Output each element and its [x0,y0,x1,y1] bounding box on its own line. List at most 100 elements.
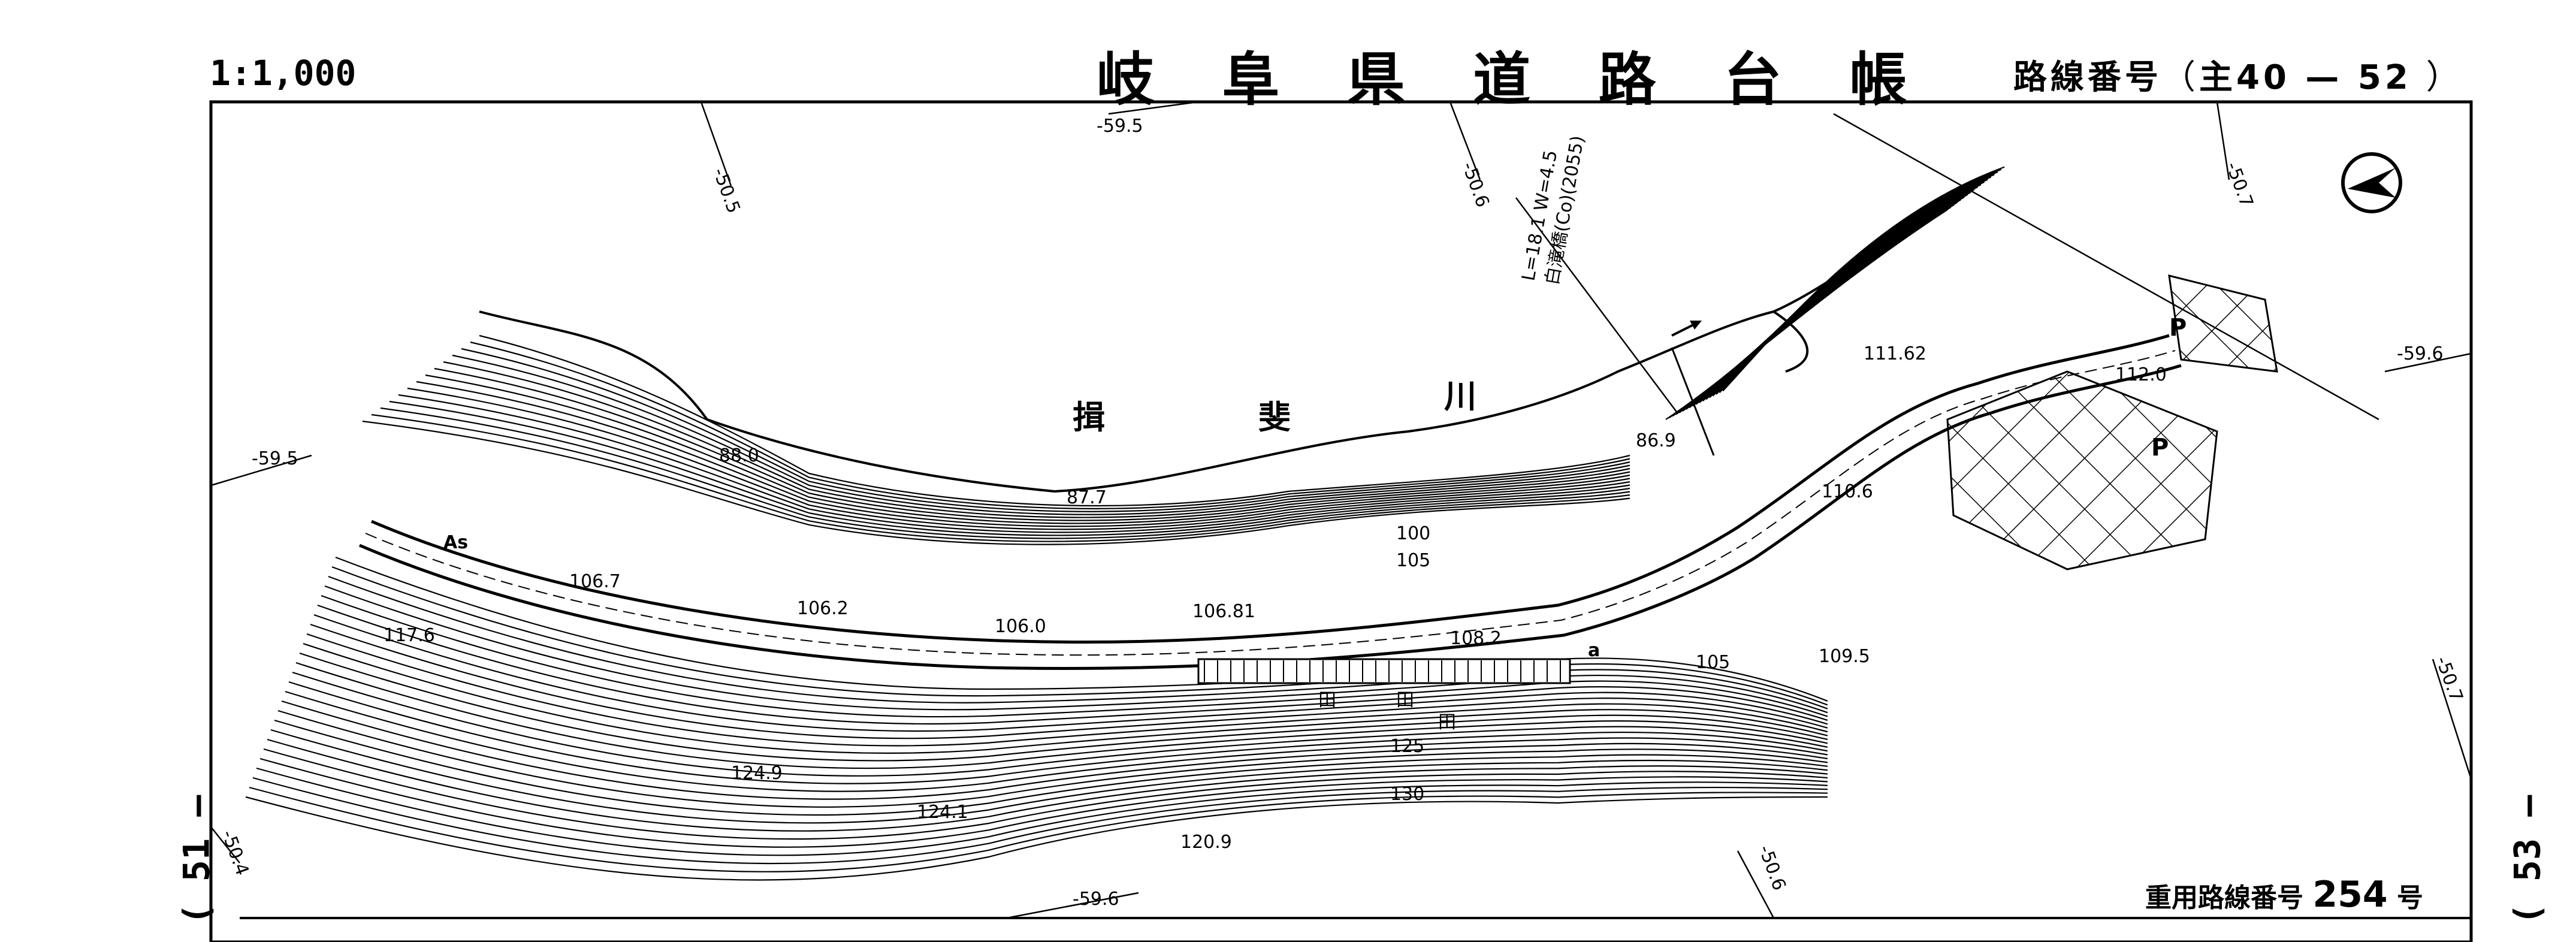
river-bank [1772,310,1809,373]
contour-line [1709,176,1992,398]
road-edge [371,334,2170,644]
spot-height: 111.62 [1864,343,1926,364]
field-symbol: 田 [1438,712,1456,733]
field-symbol: 田 [1396,690,1414,711]
retaining-wall [1197,658,1571,684]
contour-line [461,348,1630,512]
contour-line [1712,174,1995,397]
contour-line [274,719,1828,816]
route-number-label: 路線番号 [2013,58,2162,97]
map-frame [209,100,2473,942]
grid-label: -50.6 [1754,843,1789,893]
contour-line [321,594,1828,718]
contour-line [295,662,1828,769]
contour-line [335,556,1828,702]
grid-line [2432,659,2472,780]
contour-line [1722,166,2005,392]
contour-line [416,381,1630,527]
map-scale: 1:1,000 [210,53,357,93]
contour-line [1702,181,1985,402]
grid-label: -59.6 [1073,889,1119,910]
contour-line [249,786,1828,872]
contour-line [407,387,1630,530]
spot-height: 124.9 [731,763,783,784]
spot-height: 87.7 [1067,487,1107,508]
grid-line [1737,850,1775,919]
spot-height: 117.6 [383,625,435,646]
spot-height: 106.7 [569,571,621,592]
grid-label: -50.4 [217,828,252,878]
contour-label: 105 [1696,652,1730,673]
contour-line [281,700,1828,800]
contour-label: 125 [1390,736,1424,757]
contour-line [443,361,1630,518]
contour-line [270,729,1828,824]
contour-line [324,585,1828,714]
contour-label: 100 [1396,523,1430,544]
contour-line [306,633,1828,747]
contour-line [398,394,1630,533]
spot-height: 108.2 [1450,628,1502,649]
contour-line [380,407,1630,539]
map-letter: As [443,532,468,553]
contour-line [425,374,1630,524]
bridge-annotation: L=18.1 W=4.5 白滝橋(Co)(2055) [1518,134,1589,287]
grid-label: -50.7 [2221,159,2257,210]
contour-lines [245,166,2005,881]
spot-height: 124.1 [917,802,968,823]
contour-line [288,681,1828,784]
contour-line [310,623,1828,739]
grid-line [210,826,240,864]
field-symbol: 田 [1318,690,1336,711]
contour-line [1705,179,1988,400]
grid-line [700,101,732,186]
heavy-route-suffix: 号 [2396,883,2423,913]
spot-height: 106.2 [797,598,848,619]
grid-label: -50.7 [2431,654,2466,705]
land-parcel-p2 [2168,274,2278,373]
contour-line [313,614,1828,732]
route-number-value: 主40 — 52 [2199,58,2412,97]
river-name-char: 川 [1444,378,1476,415]
contour-line [252,777,1828,865]
grid-label: -50.6 [1457,159,1493,210]
parcel-label: P [2169,314,2187,342]
grid-line [1006,892,1139,919]
spot-height: 120.9 [1180,832,1232,853]
grid-line [1108,101,1199,115]
flow-arrow-icon [1671,321,1702,337]
river-bank [479,197,1949,493]
contour-line [1665,209,1948,420]
river-name-char: 斐 [1258,398,1291,436]
grid-lines [210,101,2472,919]
contour-line [328,575,1828,709]
grid-line [1515,197,1678,414]
grid-line [2216,101,2230,180]
contour-line [303,642,1828,754]
grid-label: -59.5 [1097,116,1143,137]
grid-line [1449,101,1481,180]
spot-height: 86.9 [1636,430,1676,451]
spot-height: 106.0 [995,616,1046,637]
contour-line [256,767,1828,856]
grid-label: -59.5 [252,448,298,469]
contour-line [267,738,1828,832]
contour-line [371,413,1630,542]
contour-line [479,334,1630,507]
map-letter: a [1588,640,1600,661]
contour-line [434,367,1630,521]
parcel-label: P [2151,434,2169,461]
contour-line [1716,171,1998,395]
contour-line [362,420,1630,545]
contour-line [259,757,1828,848]
spot-height: 110.6 [1822,481,1873,502]
spot-height: 112.0 [2115,364,2167,385]
grid-line [210,454,312,487]
spot-height: 109.5 [1819,646,1870,667]
heavy-route-number: 重用路線番号 254 号 [2145,874,2423,916]
north-arrow-icon [2341,152,2402,213]
contour-line [277,709,1828,808]
heavy-route-value: 254 [2312,874,2388,916]
heavy-route-label: 重用路線番号 [2145,883,2303,913]
